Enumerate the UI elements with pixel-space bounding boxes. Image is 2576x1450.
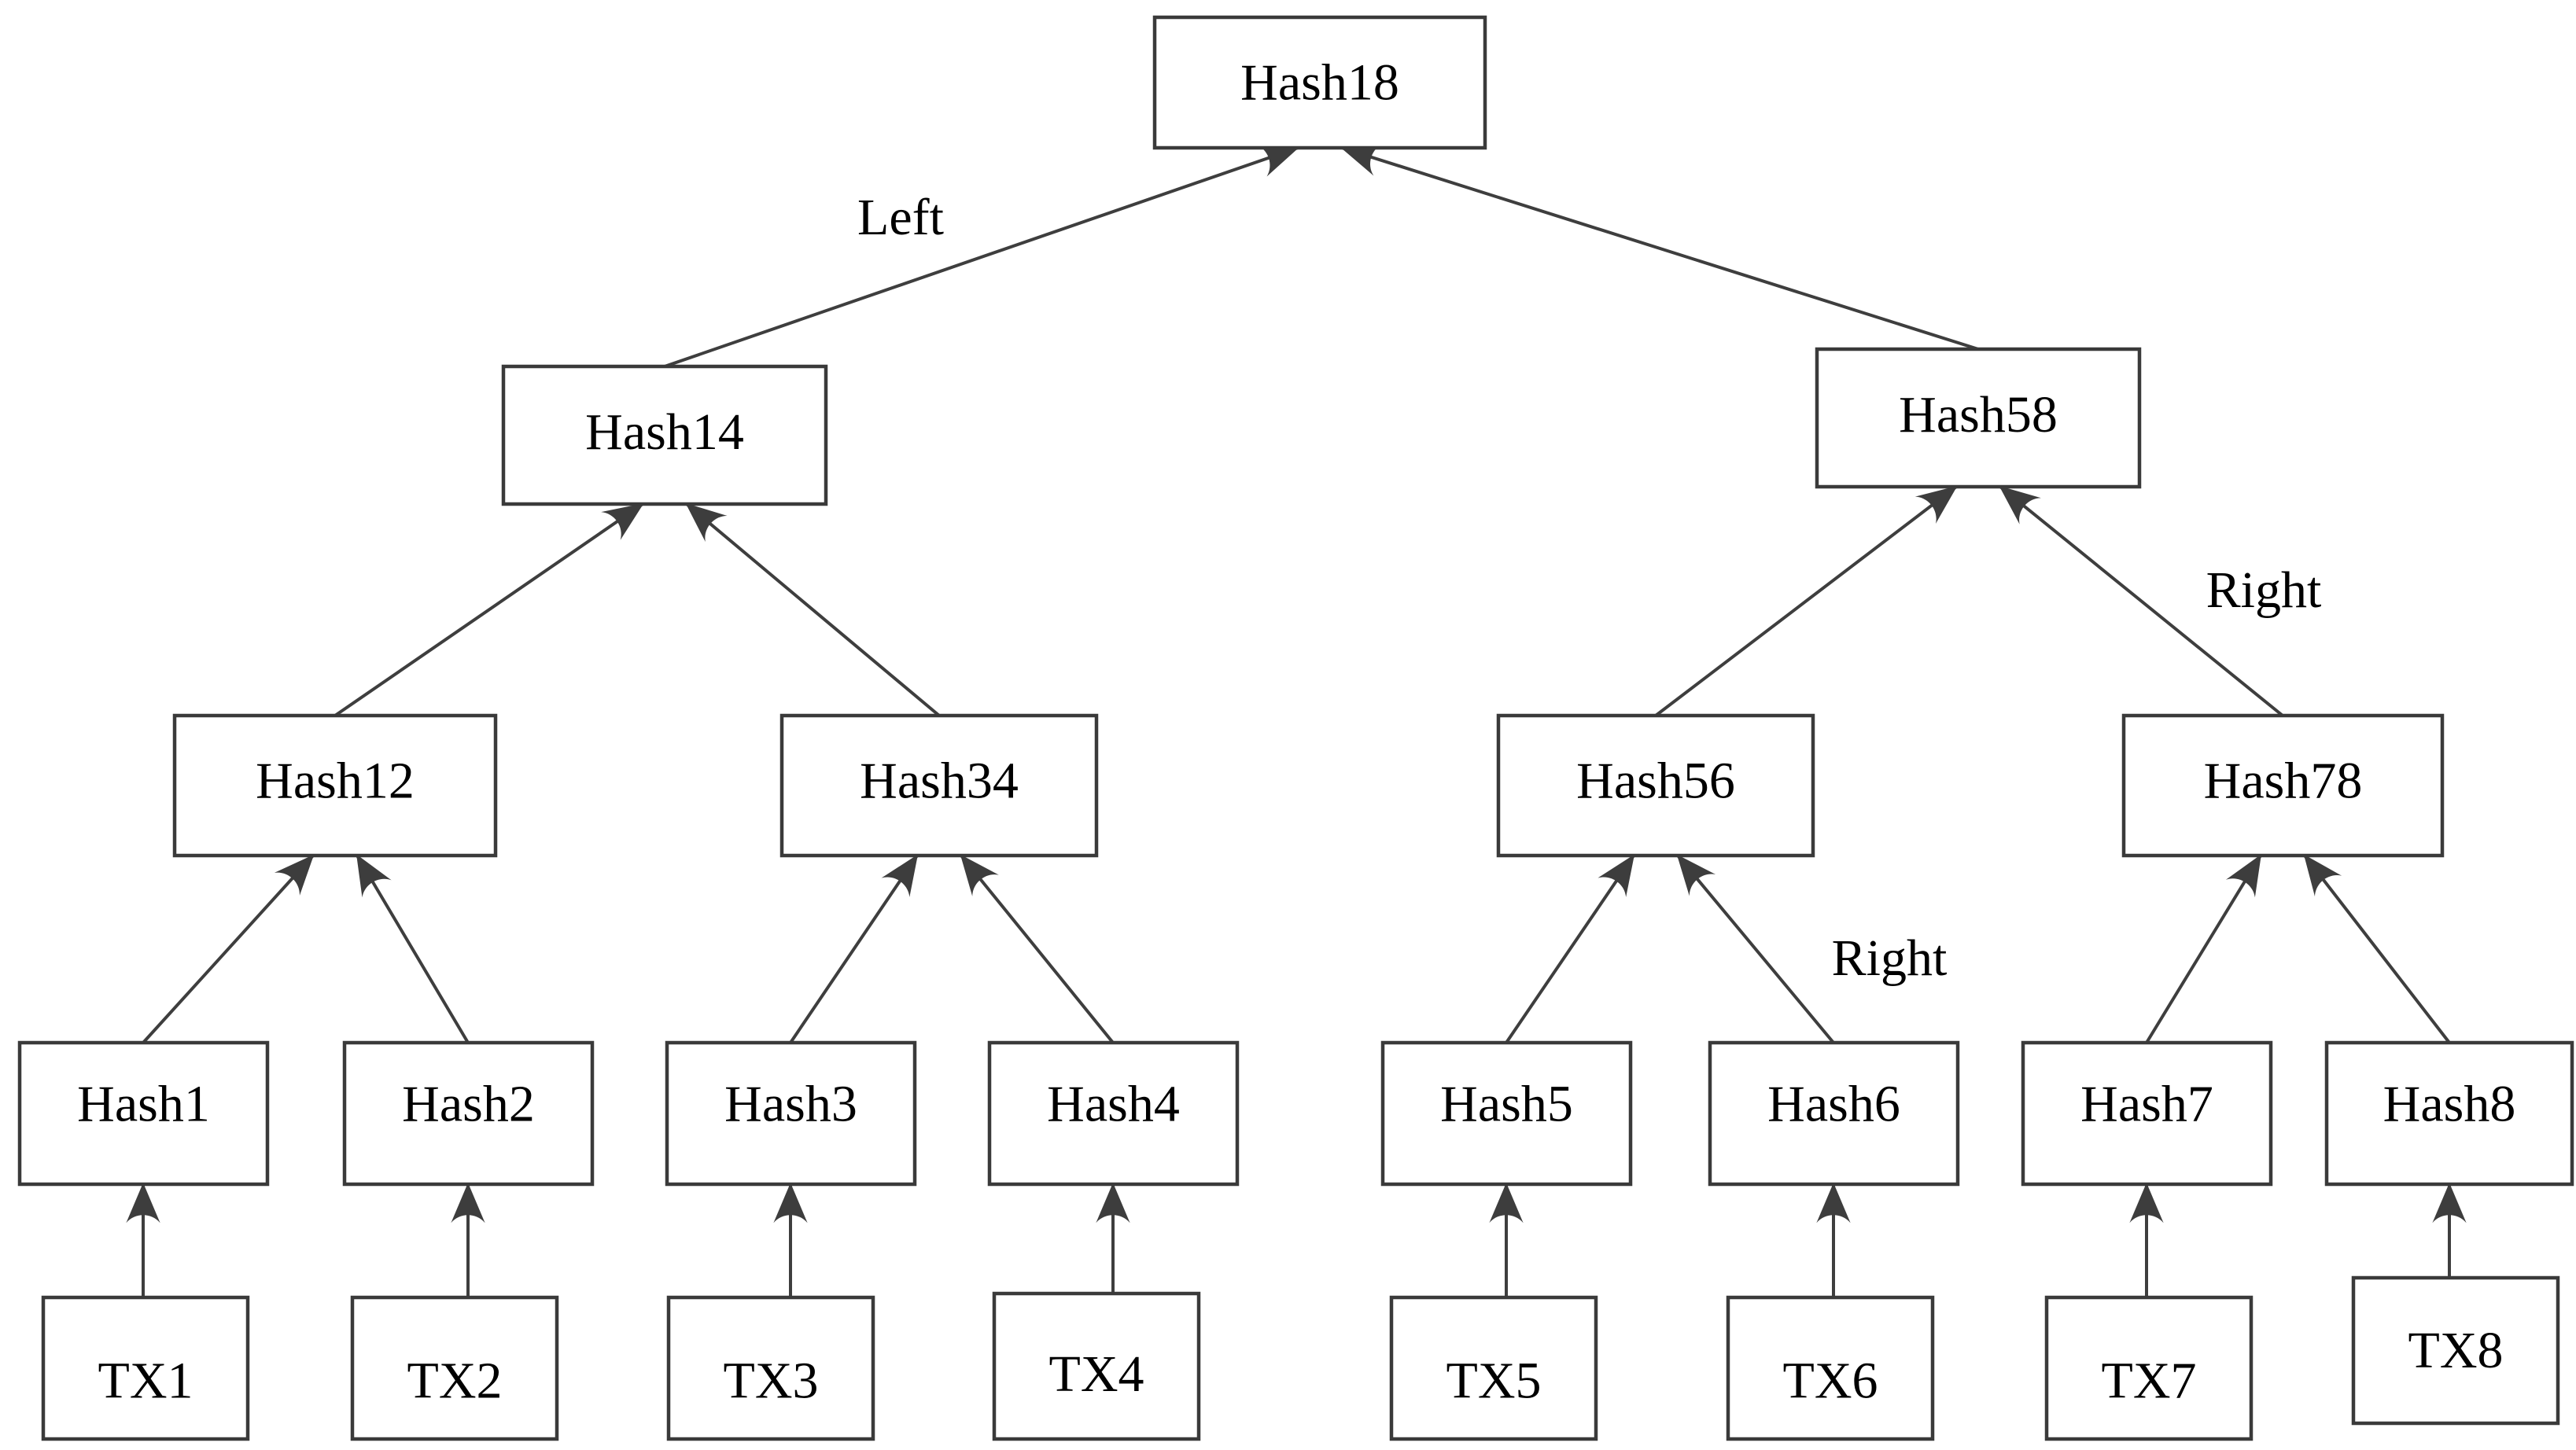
node-hash78-box (2121, 713, 2445, 858)
node-tx8-box (2351, 1275, 2560, 1426)
edge-label-right-label-lower: Right (1832, 929, 1948, 987)
node-hash3-label: Hash3 (724, 1076, 857, 1133)
node-hash6: Hash6 (1708, 1040, 1960, 1187)
node-hash4-label: Hash4 (1047, 1076, 1180, 1133)
node-hash14-label: Hash14 (585, 403, 744, 461)
node-tx6-label: TX6 (1783, 1352, 1878, 1410)
node-tx5-label: TX5 (1446, 1352, 1542, 1410)
node-hash56-box (1496, 713, 1815, 858)
node-hash8-box (2324, 1040, 2574, 1187)
node-hash4-box (987, 1040, 1240, 1187)
node-tx1-label: TX1 (98, 1352, 193, 1410)
node-tx4-box (992, 1291, 1201, 1441)
node-hash2: Hash2 (342, 1040, 595, 1187)
node-tx3-box (666, 1295, 875, 1441)
node-hash58-label: Hash58 (1899, 386, 2058, 443)
edge-label-left-label: Left (857, 189, 944, 246)
edge-hash12-to-hash14 (334, 502, 644, 717)
node-tx3-label: TX3 (724, 1352, 819, 1410)
node-tx1: TX1 (41, 1295, 250, 1441)
edge-hash2-to-hash12 (356, 854, 470, 1044)
node-hash12-box (172, 713, 498, 858)
node-hash34-label: Hash34 (860, 753, 1019, 810)
node-hash3: Hash3 (665, 1040, 917, 1187)
node-hash8: Hash8 (2324, 1040, 2574, 1187)
node-hash2-label: Hash2 (402, 1076, 535, 1133)
edge-hash58-to-hash18 (1340, 143, 1979, 351)
node-hash56-label: Hash56 (1576, 753, 1735, 810)
node-hash7-label: Hash7 (2080, 1076, 2213, 1133)
edge-hash4-to-hash34 (960, 854, 1115, 1044)
node-hash5: Hash5 (1380, 1040, 1633, 1187)
node-hash18: Hash18 (1152, 15, 1487, 150)
node-tx3: TX3 (666, 1295, 875, 1441)
node-hash14-box (501, 364, 828, 506)
node-hash18-label: Hash18 (1240, 54, 1399, 112)
node-hash78: Hash78 (2121, 713, 2445, 858)
node-tx4-label: TX4 (1049, 1345, 1144, 1403)
node-hash2-box (342, 1040, 595, 1187)
node-tx5: TX5 (1389, 1295, 1598, 1441)
node-hash3-box (665, 1040, 917, 1187)
node-hash12-label: Hash12 (256, 753, 415, 810)
node-tx6-box (1726, 1295, 1935, 1441)
node-hash18-box (1152, 15, 1487, 150)
edge-label-right-label-upper: Right (2206, 561, 2322, 619)
node-tx7-box (2044, 1295, 2254, 1441)
node-tx5-box (1389, 1295, 1598, 1441)
node-tx8-label: TX8 (2408, 1322, 2504, 1379)
node-tx2: TX2 (350, 1295, 559, 1441)
node-hash5-box (1380, 1040, 1633, 1187)
node-hash58: Hash58 (1815, 347, 2142, 489)
node-hash1-label: Hash1 (77, 1076, 210, 1133)
edges-layer (126, 143, 2467, 1297)
node-hash6-box (1708, 1040, 1960, 1187)
node-tx2-label: TX2 (407, 1352, 503, 1410)
edge-hash78-to-hash58 (1999, 485, 2284, 717)
node-hash1: Hash1 (17, 1040, 270, 1187)
node-hash34-box (779, 713, 1099, 858)
node-tx1-box (41, 1295, 250, 1441)
node-hash6-label: Hash6 (1767, 1076, 1900, 1133)
node-hash56: Hash56 (1496, 713, 1815, 858)
edge-hash3-to-hash34 (789, 854, 919, 1044)
edge-hash1-to-hash12 (142, 854, 315, 1044)
edge-hash5-to-hash56 (1505, 854, 1635, 1044)
node-hash14: Hash14 (501, 364, 828, 506)
node-hash5-label: Hash5 (1440, 1076, 1573, 1133)
edge-hash34-to-hash14 (685, 502, 941, 717)
node-tx6: TX6 (1726, 1295, 1935, 1441)
node-hash34: Hash34 (779, 713, 1099, 858)
node-tx7-label: TX7 (2102, 1352, 2197, 1410)
edge-hash56-to-hash58 (1654, 485, 1958, 717)
node-hash1-box (17, 1040, 270, 1187)
node-tx4: TX4 (992, 1291, 1201, 1441)
node-hash58-box (1815, 347, 2142, 489)
node-tx7: TX7 (2044, 1295, 2254, 1441)
edge-hash6-to-hash56 (1676, 854, 1835, 1044)
node-hash7: Hash7 (2021, 1040, 2273, 1187)
edge-hash7-to-hash78 (2145, 854, 2262, 1044)
node-tx8: TX8 (2351, 1275, 2560, 1426)
node-hash8-label: Hash8 (2383, 1076, 2516, 1133)
edge-hash8-to-hash78 (2303, 854, 2451, 1044)
node-hash7-box (2021, 1040, 2273, 1187)
node-tx2-box (350, 1295, 559, 1441)
edge-hash14-to-hash18 (664, 144, 1299, 368)
node-hash12: Hash12 (172, 713, 498, 858)
node-hash4: Hash4 (987, 1040, 1240, 1187)
node-hash78-label: Hash78 (2204, 753, 2363, 810)
